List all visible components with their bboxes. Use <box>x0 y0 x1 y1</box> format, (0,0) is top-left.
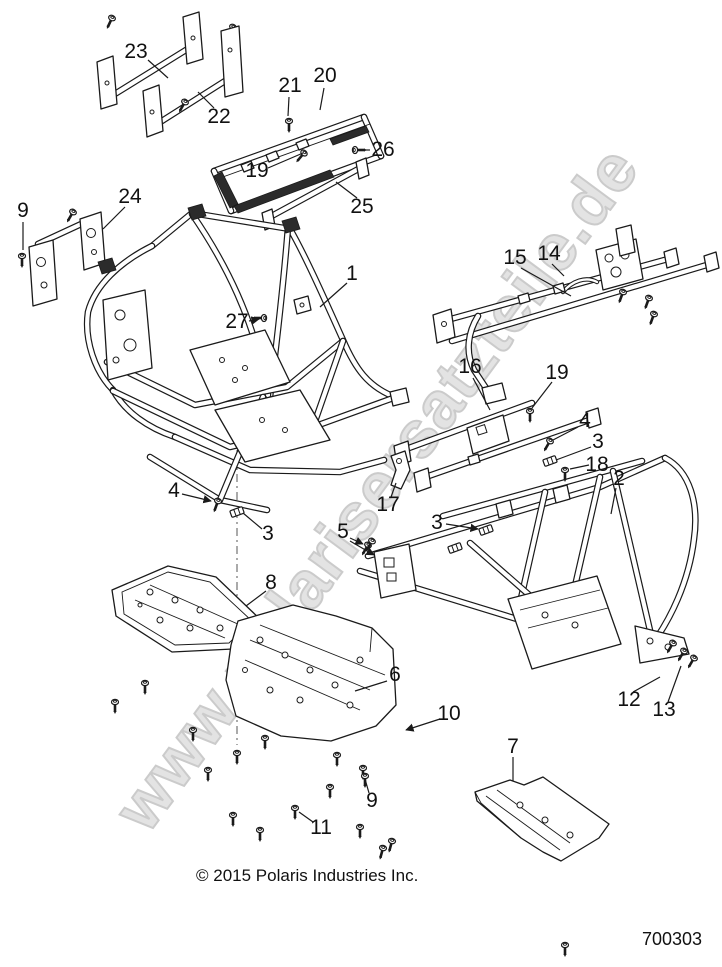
part-5-plate <box>373 543 417 599</box>
part-24-front-bracket <box>17 206 106 307</box>
part-6-skid-plate <box>225 604 397 742</box>
leader-lines <box>22 59 682 823</box>
part-1-main-frame <box>83 203 410 519</box>
part-17-bracket <box>390 450 411 490</box>
copyright-text: © 2015 Polaris Industries Inc. <box>196 866 419 885</box>
part-2-rear-frame <box>356 435 700 672</box>
part-23-support-bracket <box>96 11 239 110</box>
part-8-skid-plate <box>111 565 263 653</box>
part-7-skid-plate <box>474 776 610 862</box>
part-14-rear-rack <box>432 224 720 405</box>
bed-support-frame <box>210 113 385 215</box>
part-22-support-bracket <box>142 25 244 138</box>
diagram-number: 700303 <box>642 929 703 949</box>
part-12-bracket <box>634 625 690 664</box>
